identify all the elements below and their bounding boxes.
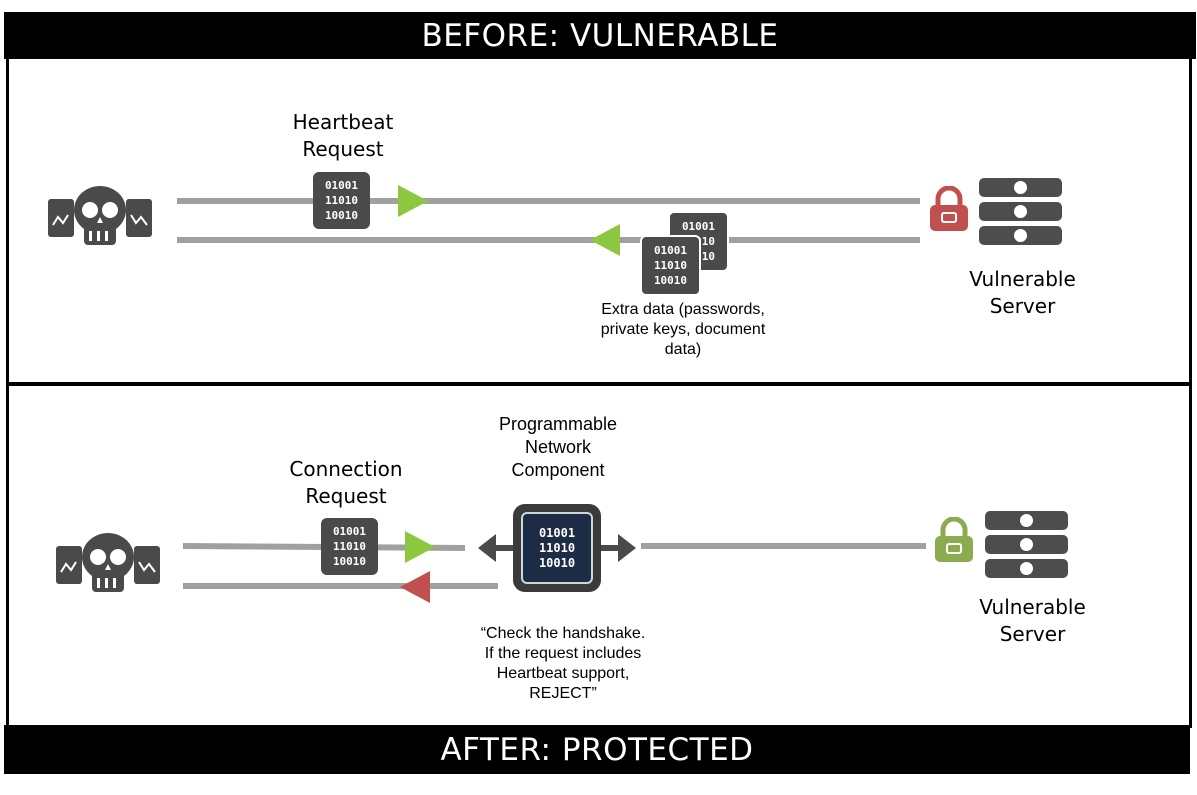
extra-data-line: private keys, document	[600, 321, 766, 338]
server-line	[641, 543, 926, 549]
vulnerable-server-label: Vulnerable Server	[955, 594, 1110, 648]
request-label-line: Request	[305, 484, 387, 508]
request-label-line: Heartbeat	[292, 110, 394, 134]
hacker-skull-icon	[56, 533, 160, 592]
heartbeat-request-label: Heartbeat Request	[262, 109, 424, 163]
header-title: BEFORE: VULNERABLE	[421, 17, 779, 54]
response-line	[183, 583, 498, 589]
footer-title: AFTER: PROTECTED	[440, 731, 754, 768]
binary-row: 01001	[332, 525, 367, 538]
note-line: REJECT”	[529, 685, 597, 702]
binary-row: 01001	[538, 525, 576, 540]
response-arrow-icon	[590, 224, 620, 256]
component-label-line: Network	[524, 437, 591, 457]
binary-data-icon: 01001 11010 10010	[321, 518, 378, 575]
lock-icon	[930, 186, 968, 231]
extra-data-line: Extra data (passwords,	[601, 301, 765, 318]
response-line	[177, 237, 920, 243]
before-vulnerable-header: BEFORE: VULNERABLE	[4, 12, 1196, 59]
server-rack	[979, 202, 1062, 221]
binary-row: 11010	[653, 259, 688, 272]
request-arrow-icon	[405, 531, 435, 563]
server-label-line: Server	[989, 294, 1056, 318]
component-label-line: Component	[511, 460, 605, 480]
server-label-line: Server	[999, 622, 1066, 646]
server-rack	[985, 559, 1068, 578]
binary-row: 11010	[324, 194, 359, 207]
hacker-skull-icon	[48, 186, 152, 245]
binary-row: 11010	[332, 540, 367, 553]
binary-row: 10010	[538, 555, 576, 570]
after-protected-footer: AFTER: PROTECTED	[4, 725, 1190, 774]
server-rack	[985, 535, 1068, 554]
extra-data-label: Extra data (passwords, private keys, doc…	[580, 300, 786, 360]
note-line: “Check the handshake.	[480, 625, 646, 642]
handshake-note: “Check the handshake. If the request inc…	[458, 624, 668, 704]
reject-arrow-icon	[400, 571, 430, 603]
binary-row: 01001	[681, 220, 716, 233]
server-rack	[979, 178, 1062, 197]
binary-row: 10010	[332, 555, 367, 568]
server-label-line: Vulnerable	[969, 267, 1076, 291]
network-component-screen: 01001 11010 10010	[521, 512, 593, 584]
binary-row: 01001	[324, 179, 359, 192]
binary-row: 01001	[653, 244, 688, 257]
after-panel	[6, 383, 1192, 728]
network-component-icon: 01001 11010 10010	[513, 504, 601, 592]
server-rack	[985, 511, 1068, 530]
extra-data-line: data)	[664, 341, 702, 358]
binary-row: 10010	[324, 209, 359, 222]
note-line: Heartbeat support,	[496, 665, 630, 682]
request-label-line: Request	[302, 137, 384, 161]
request-label-line: Connection	[289, 457, 403, 481]
server-rack	[979, 226, 1062, 245]
component-label-line: Programmable	[498, 414, 618, 434]
binary-row: 11010	[538, 540, 576, 555]
binary-row: 10010	[653, 274, 688, 287]
programmable-component-label: Programmable Network Component	[470, 413, 646, 482]
note-line: If the request includes	[484, 645, 642, 662]
connection-request-label: Connection Request	[265, 456, 427, 510]
binary-data-icon: 01001 11010 10010	[313, 172, 370, 229]
request-arrow-icon	[398, 185, 428, 217]
lock-icon	[935, 517, 973, 562]
request-line	[177, 198, 920, 204]
binary-data-icon: 01001 11010 10010	[640, 235, 701, 296]
vulnerable-server-label: Vulnerable Server	[945, 266, 1100, 320]
server-label-line: Vulnerable	[979, 595, 1086, 619]
